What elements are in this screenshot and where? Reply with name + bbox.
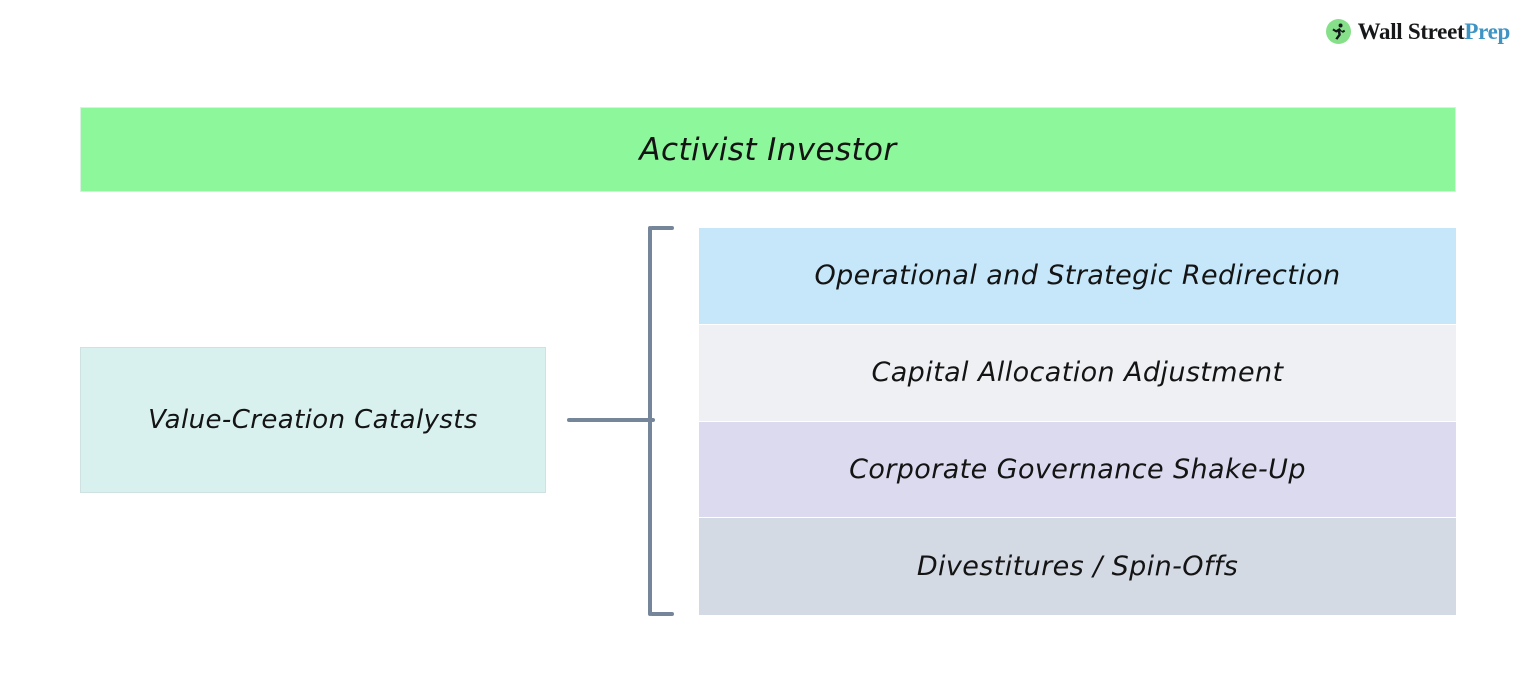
value-creation-catalysts-box: Value-Creation Catalysts	[80, 347, 546, 493]
catalyst-row-2: Capital Allocation Adjustment	[699, 324, 1456, 422]
catalyst-row-1-label: Operational and Strategic Redirection	[814, 260, 1341, 292]
activist-investor-label: Activist Investor	[639, 131, 897, 168]
catalyst-row-3-label: Corporate Governance Shake-Up	[849, 453, 1306, 485]
connector-line	[567, 418, 655, 422]
running-figure-icon	[1325, 18, 1351, 44]
activist-investor-banner: Activist Investor	[80, 107, 1456, 192]
brand-name-primary: Wall Street	[1357, 18, 1465, 44]
bracket-spine	[648, 226, 652, 616]
value-creation-catalysts-label: Value-Creation Catalysts	[148, 405, 478, 435]
catalyst-row-4-label: Divestitures / Spin-Offs	[916, 551, 1239, 583]
bracket-top-stub	[650, 226, 674, 230]
catalyst-rows: Operational and Strategic Redirection Ca…	[699, 228, 1456, 615]
catalyst-row-2-label: Capital Allocation Adjustment	[871, 357, 1284, 389]
wall-street-prep-logo: Wall StreetPrep	[1325, 16, 1511, 46]
brand-wordmark: Wall StreetPrep	[1357, 18, 1511, 44]
brand-name-secondary: Prep	[1464, 18, 1510, 44]
catalyst-row-4: Divestitures / Spin-Offs	[699, 518, 1456, 615]
grouping-bracket	[648, 226, 676, 616]
catalyst-row-3: Corporate Governance Shake-Up	[699, 421, 1456, 519]
bracket-bottom-stub	[650, 612, 674, 616]
catalyst-row-1: Operational and Strategic Redirection	[699, 228, 1456, 325]
